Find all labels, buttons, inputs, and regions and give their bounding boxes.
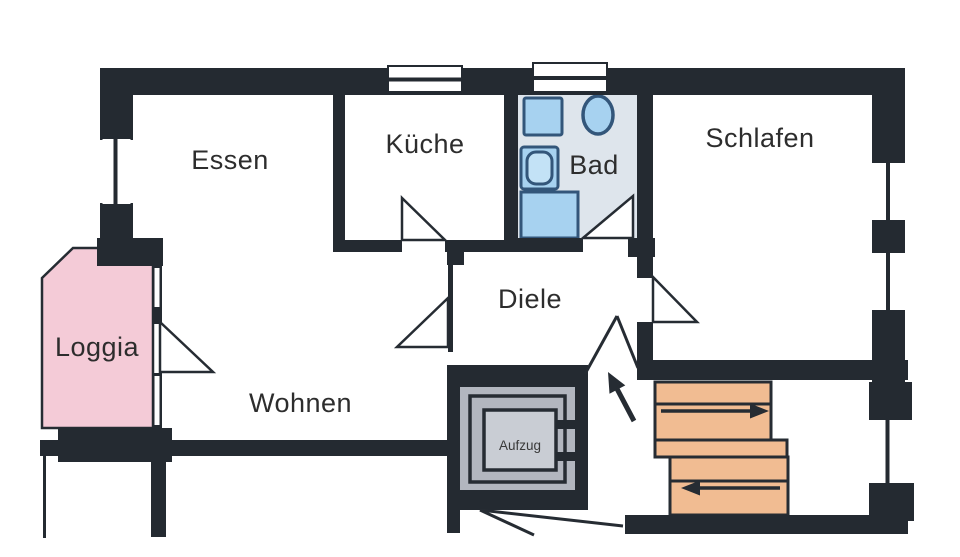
wall-right-pilaster-lower — [869, 483, 914, 521]
wall-left-upper — [100, 95, 133, 140]
door-bad — [579, 193, 635, 240]
elevator-door-jamb-top — [556, 420, 575, 429]
room-label-loggia: Loggia — [54, 332, 140, 362]
wall-below-left-stub — [151, 462, 166, 537]
wall-schlafen-bottom — [637, 360, 908, 380]
wall-top — [100, 68, 905, 95]
wall-bad-bottom — [504, 238, 583, 252]
wall-bad-schlafen — [637, 95, 653, 238]
entrance-arrow-icon — [608, 372, 637, 423]
wall-diele-bottom — [447, 365, 588, 387]
loggia-door-hinge-block — [152, 308, 162, 324]
wall-below-left-line — [43, 456, 46, 538]
wall-kueche-bottom-right — [445, 240, 504, 252]
door-building-leaf — [479, 508, 535, 537]
door-kueche — [400, 195, 449, 242]
wall-elevator-left — [447, 387, 460, 533]
door-wohnen — [393, 295, 450, 349]
bathroom-area — [518, 94, 637, 240]
wall-diele-schlafen-lower — [637, 322, 653, 362]
window-kueche-mullion — [388, 77, 462, 82]
room-label-wohnen: Wohnen — [248, 388, 353, 418]
elevator-shaft-outline — [468, 394, 567, 484]
room-label-kueche: Küche — [385, 129, 465, 159]
door-building-swing — [479, 508, 624, 528]
staircase — [653, 380, 790, 517]
toilet-icon — [581, 94, 615, 136]
stair-landing — [653, 438, 789, 459]
room-label-diele: Diele — [497, 284, 563, 314]
windows — [102, 62, 903, 483]
door-entrance-leaf — [583, 315, 619, 375]
walls — [40, 68, 914, 538]
window-schlafen-upper-mullion — [886, 163, 890, 220]
door-schlafen — [651, 273, 700, 324]
washbasin-bowl-icon — [525, 150, 554, 186]
wall-corner-block — [628, 238, 655, 257]
doors — [158, 193, 700, 537]
wall-essen-kueche — [333, 95, 345, 240]
wall-kueche-bad — [504, 95, 518, 252]
door-loggia — [158, 319, 217, 374]
wall-kueche-bottom-left — [333, 240, 402, 252]
door-entrance-swing — [615, 315, 640, 369]
stair-arrow-left-icon — [681, 480, 700, 496]
wall-right-upper — [872, 68, 905, 163]
wall-diele-left-thin — [448, 252, 453, 352]
window-stairwell-mullion — [885, 420, 890, 483]
bathtub-icon — [519, 190, 580, 240]
window-schlafen-lower-mullion — [886, 253, 890, 310]
loggia-side-glass-upper — [154, 268, 160, 307]
elevator-cab — [482, 408, 558, 472]
loggia-side-glass-lower — [154, 376, 160, 425]
wall-loggia-bottom-bar — [58, 428, 172, 462]
wall-elevator-bottom — [447, 490, 588, 510]
window-bad-mullion — [533, 76, 607, 80]
wall-elevator-right — [575, 387, 588, 510]
wall-right-mid1 — [872, 220, 905, 253]
room-label-bad: Bad — [569, 150, 619, 180]
elevator-door-jamb-bottom — [556, 452, 575, 461]
room-label-aufzug: Aufzug — [498, 438, 542, 453]
stair-arrow-right-icon — [750, 403, 769, 419]
sink-icon — [522, 96, 564, 137]
loggia-floor — [40, 246, 155, 430]
wall-left-foot-block — [97, 238, 163, 266]
wall-diele-schlafen-upper — [637, 257, 653, 278]
wall-stairwell-bottom — [625, 515, 908, 534]
elevator — [460, 387, 575, 490]
wall-right-pilaster-upper — [869, 382, 912, 420]
room-label-schlafen: Schlafen — [705, 123, 815, 153]
window-essen-mullion — [113, 139, 118, 204]
loggia-area — [40, 246, 162, 430]
room-label-essen: Essen — [191, 145, 269, 175]
